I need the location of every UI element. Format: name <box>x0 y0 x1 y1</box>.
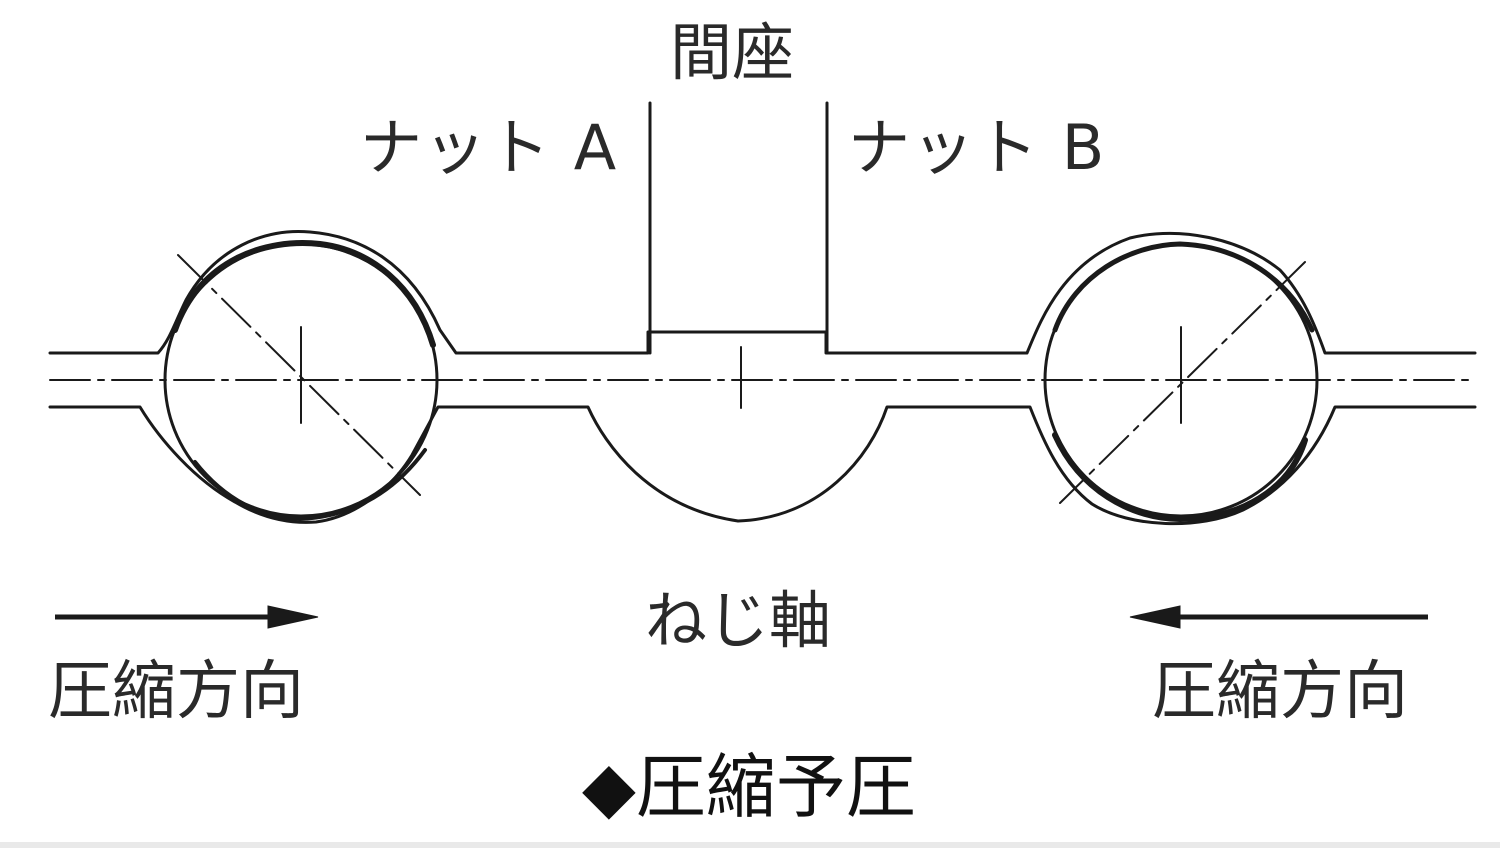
contact-arc-right-upper <box>1052 241 1315 333</box>
arrow-right-head <box>1129 605 1181 629</box>
spacer-label: 間座 <box>670 16 795 89</box>
nut-a-label: ナット A <box>360 111 619 184</box>
bottom-divider <box>0 842 1500 848</box>
figure-caption: ◆圧縮予圧 <box>582 746 916 828</box>
contact-arc-left-lower <box>193 448 427 521</box>
contact-arc-left-upper <box>172 240 436 348</box>
compression-direction-left-label: 圧縮方向 <box>48 655 304 729</box>
screw-shaft-label: ねじ軸 <box>645 584 832 657</box>
shaft-thread-profile <box>48 405 1477 526</box>
arrow-left-head <box>267 605 319 629</box>
nut-b-label: ナット B <box>848 111 1107 184</box>
compression-direction-right-label: 圧縮方向 <box>1152 655 1408 729</box>
contact-line-right <box>1059 261 1306 504</box>
contact-arc-right-lower <box>1052 432 1308 522</box>
contact-line-left <box>177 254 421 496</box>
